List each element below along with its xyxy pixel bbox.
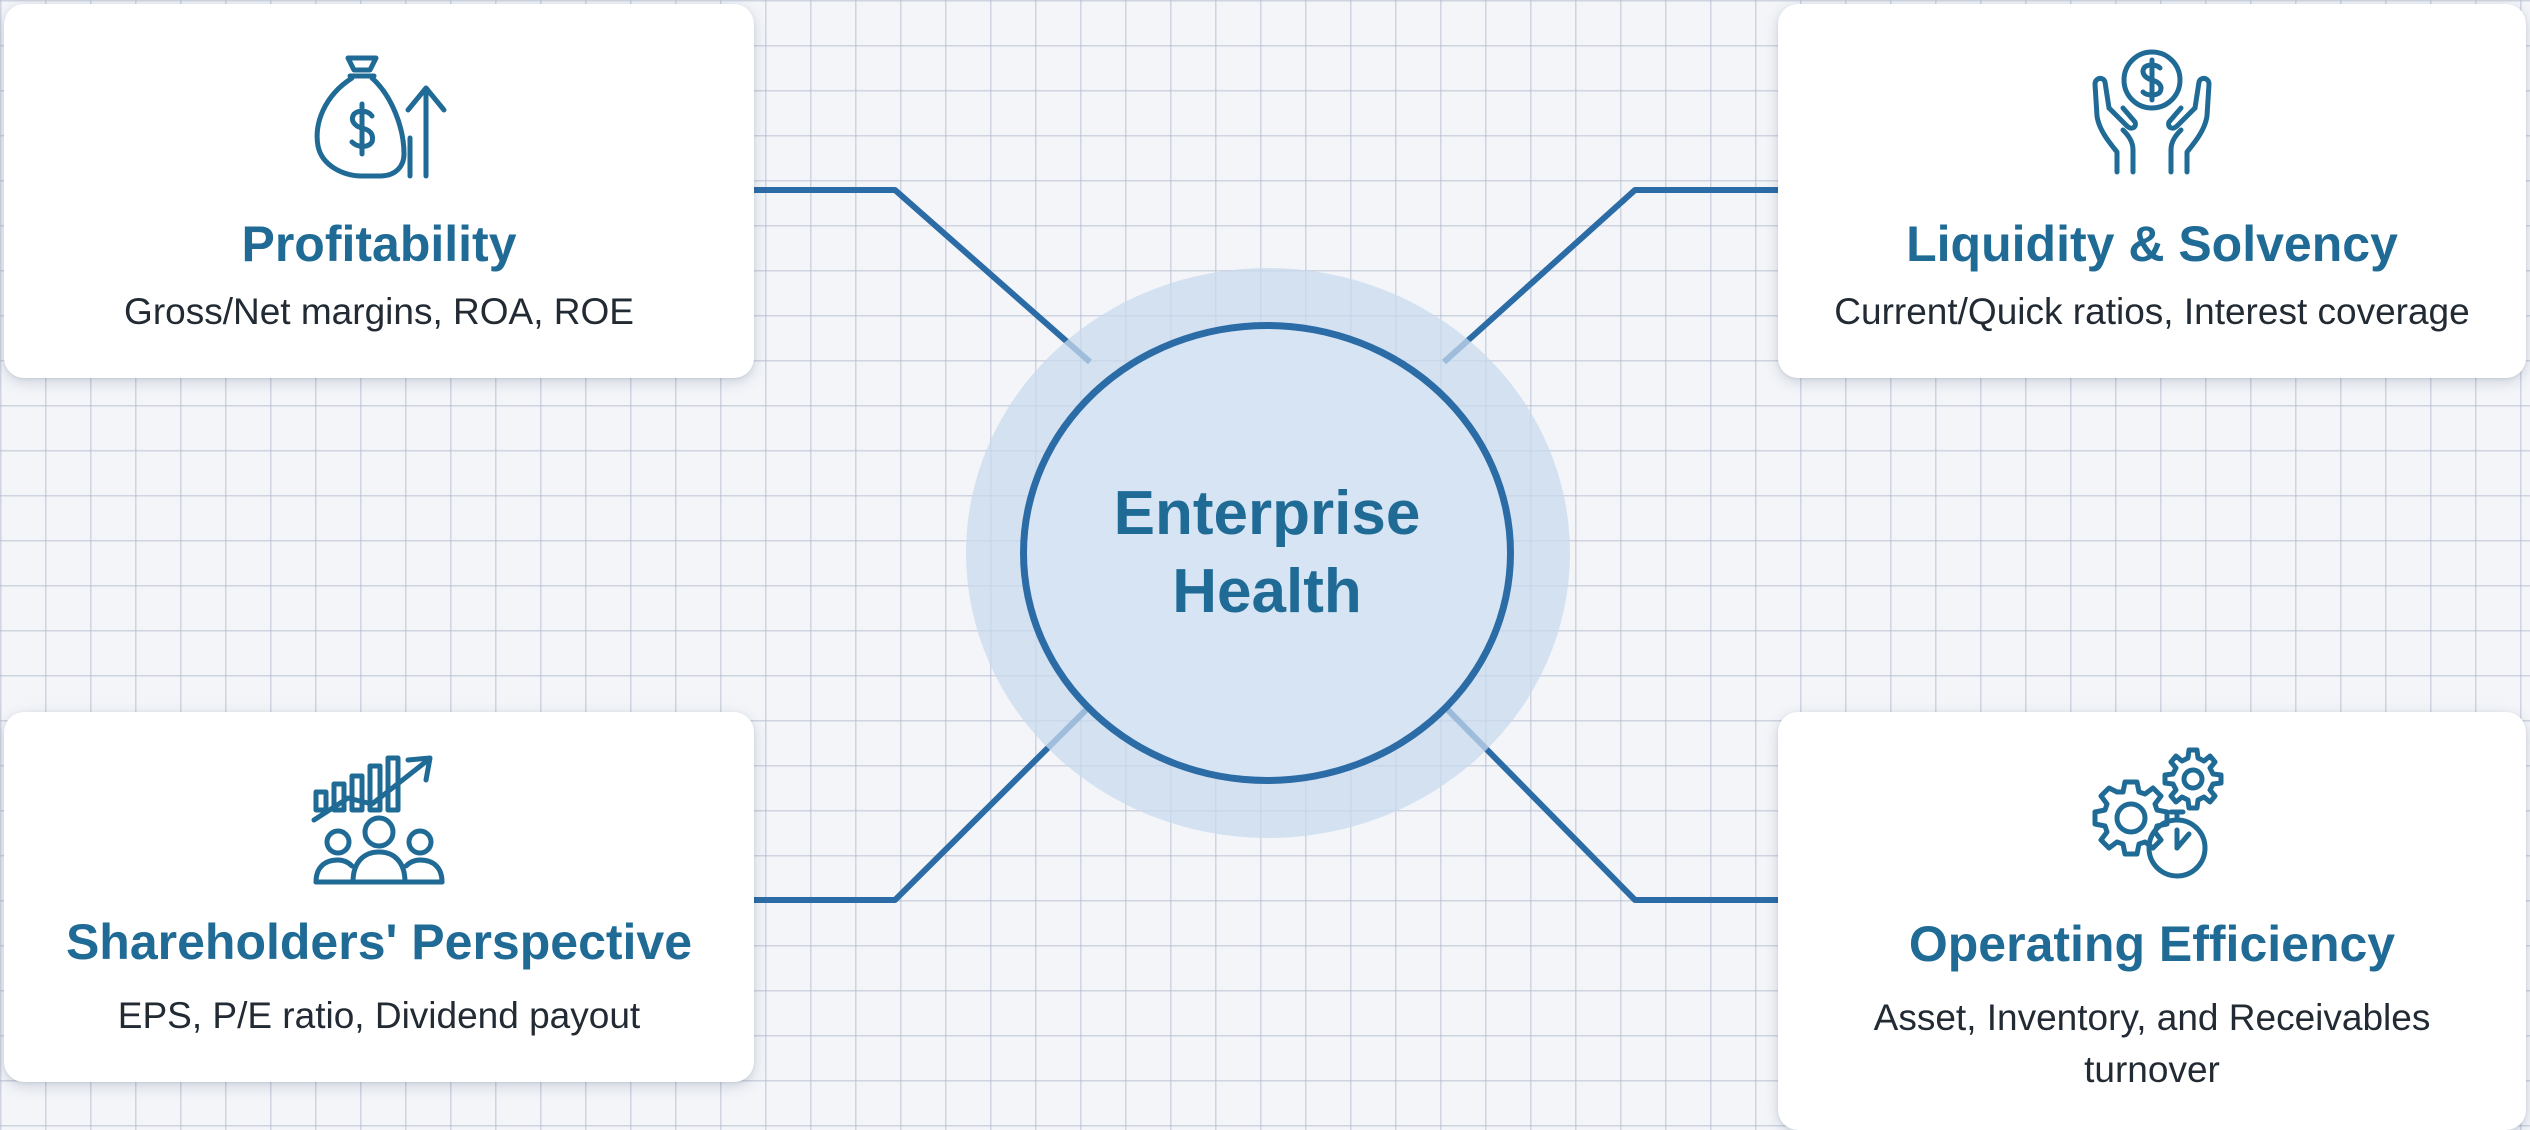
card-liquidity: Liquidity & Solvency Current/Quick ratio…	[1778, 4, 2526, 378]
card-title: Profitability	[241, 216, 517, 272]
hands-holding-coin-icon	[2077, 38, 2227, 188]
center-label: Enterprise Health	[1113, 479, 1421, 626]
center-node: Enterprise Health	[1020, 322, 1514, 784]
growth-chart-people-icon	[304, 746, 454, 896]
connector-liquidity	[1441, 187, 1778, 365]
connector-shareholders	[754, 703, 1093, 903]
card-efficiency: Operating Efficiency Asset, Inventory, a…	[1778, 712, 2526, 1130]
card-profitability: Profitability Gross/Net margins, ROA, RO…	[4, 4, 754, 378]
card-description: EPS, P/E ratio, Dividend payout	[117, 995, 641, 1036]
card-description: Gross/Net margins, ROA, ROE	[124, 291, 634, 332]
card-description: Asset, Inventory, and Receivables turnov…	[1873, 997, 2431, 1090]
card-title: Liquidity & Solvency	[1906, 216, 2398, 272]
connector-efficiency	[1441, 703, 1778, 903]
card-description: Current/Quick ratios, Interest coverage	[1834, 291, 2470, 332]
card-shareholders: Shareholders' Perspective EPS, P/E ratio…	[4, 712, 754, 1082]
card-title: Operating Efficiency	[1908, 916, 2396, 972]
money-bag-arrow-up-icon	[304, 38, 454, 188]
gears-stopwatch-icon	[2077, 742, 2227, 892]
connector-profitability	[754, 187, 1092, 365]
card-title: Shareholders' Perspective	[65, 914, 693, 970]
